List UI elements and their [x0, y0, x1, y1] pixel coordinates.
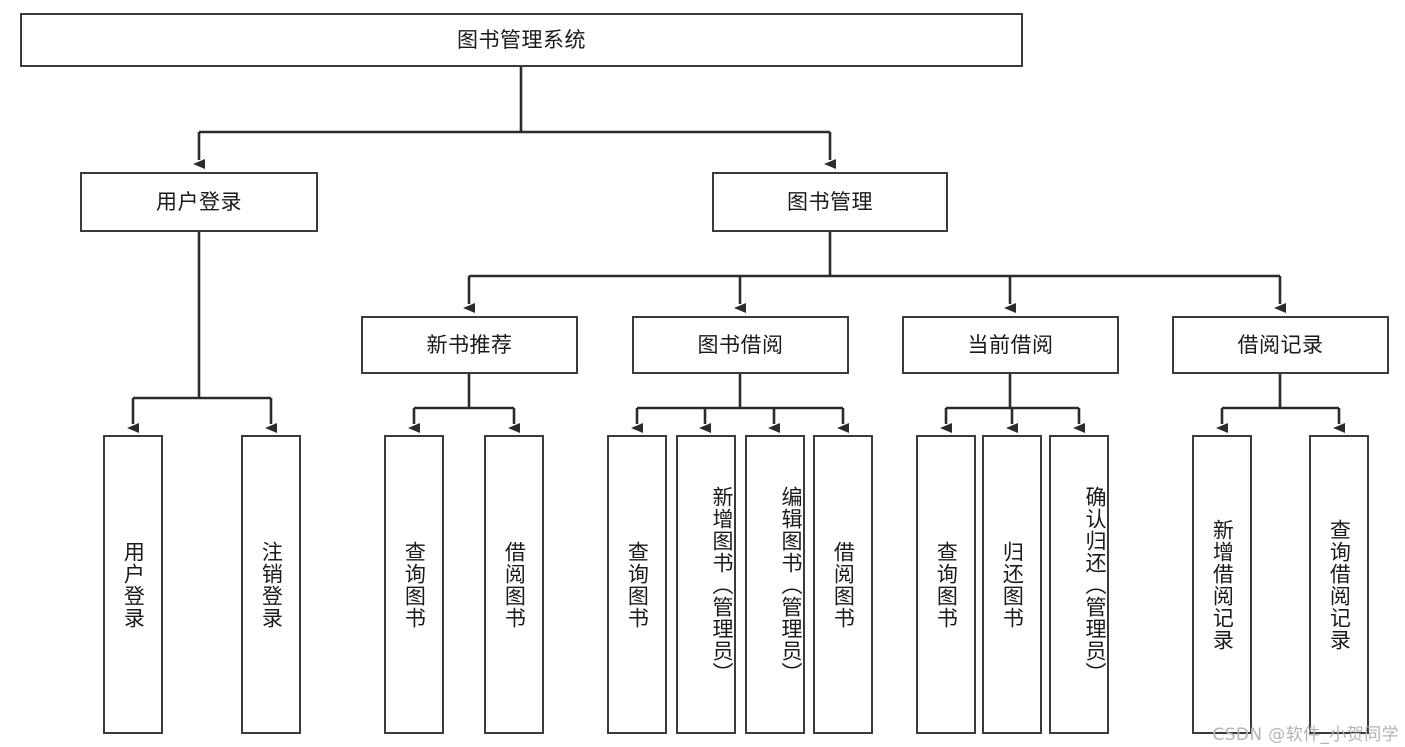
node-leaf-logout-login[interactable]: 注销登录: [241, 435, 301, 734]
node-leaf-query-book-2[interactable]: 查询图书: [607, 435, 667, 734]
node-book-manage[interactable]: 图书管理: [712, 172, 948, 232]
node-leaf-user-login[interactable]: 用户登录: [103, 435, 163, 734]
node-leaf-query-book-1-label: 查询图书: [402, 540, 427, 629]
node-leaf-user-login-label: 用户登录: [121, 540, 146, 629]
node-book-manage-label: 图书管理: [787, 189, 873, 214]
node-leaf-add-record[interactable]: 新增借阅记录: [1192, 435, 1252, 734]
node-leaf-add-book[interactable]: 新增图书（管理员）: [676, 435, 736, 734]
node-leaf-query-book-3[interactable]: 查询图书: [916, 435, 976, 734]
node-borrow-record[interactable]: 借阅记录: [1172, 316, 1389, 374]
node-leaf-edit-book[interactable]: 编辑图书（管理员）: [745, 435, 805, 734]
node-book-borrow-label: 图书借阅: [697, 332, 784, 357]
node-leaf-borrow-book-2[interactable]: 借阅图书: [813, 435, 873, 734]
node-new-book-recommend[interactable]: 新书推荐: [361, 316, 578, 374]
node-current-borrow-label: 当前借阅: [967, 332, 1054, 357]
node-leaf-logout-login-label: 注销登录: [259, 540, 284, 629]
node-leaf-borrow-book-1[interactable]: 借阅图书: [484, 435, 544, 734]
node-leaf-query-book-2-label: 查询图书: [625, 540, 650, 629]
node-current-borrow[interactable]: 当前借阅: [902, 316, 1119, 374]
node-leaf-edit-book-label: 编辑图书（管理员）: [779, 485, 803, 684]
node-leaf-confirm-return-label: 确认归还（管理员）: [1083, 485, 1107, 684]
node-leaf-query-record-label: 查询借阅记录: [1327, 518, 1352, 651]
node-leaf-query-book-3-label: 查询图书: [934, 540, 959, 629]
node-leaf-query-record[interactable]: 查询借阅记录: [1309, 435, 1369, 734]
node-leaf-return-book[interactable]: 归还图书: [982, 435, 1042, 734]
node-leaf-borrow-book-2-label: 借阅图书: [831, 540, 856, 629]
watermark: CSDN @软件_小贺同学: [1212, 725, 1399, 745]
node-leaf-add-book-label: 新增图书（管理员）: [710, 485, 734, 684]
node-leaf-query-book-1[interactable]: 查询图书: [384, 435, 444, 734]
node-leaf-borrow-book-1-label: 借阅图书: [502, 540, 527, 629]
node-root-label: 图书管理系统: [457, 27, 586, 52]
node-user-login-label: 用户登录: [156, 189, 242, 214]
node-root[interactable]: 图书管理系统: [20, 13, 1023, 67]
node-leaf-confirm-return[interactable]: 确认归还（管理员）: [1049, 435, 1109, 734]
node-leaf-add-record-label: 新增借阅记录: [1210, 518, 1235, 651]
node-leaf-return-book-label: 归还图书: [1000, 540, 1025, 629]
node-book-borrow[interactable]: 图书借阅: [632, 316, 849, 374]
node-user-login[interactable]: 用户登录: [80, 172, 318, 232]
node-borrow-record-label: 借阅记录: [1237, 332, 1324, 357]
node-new-book-recommend-label: 新书推荐: [426, 332, 513, 357]
